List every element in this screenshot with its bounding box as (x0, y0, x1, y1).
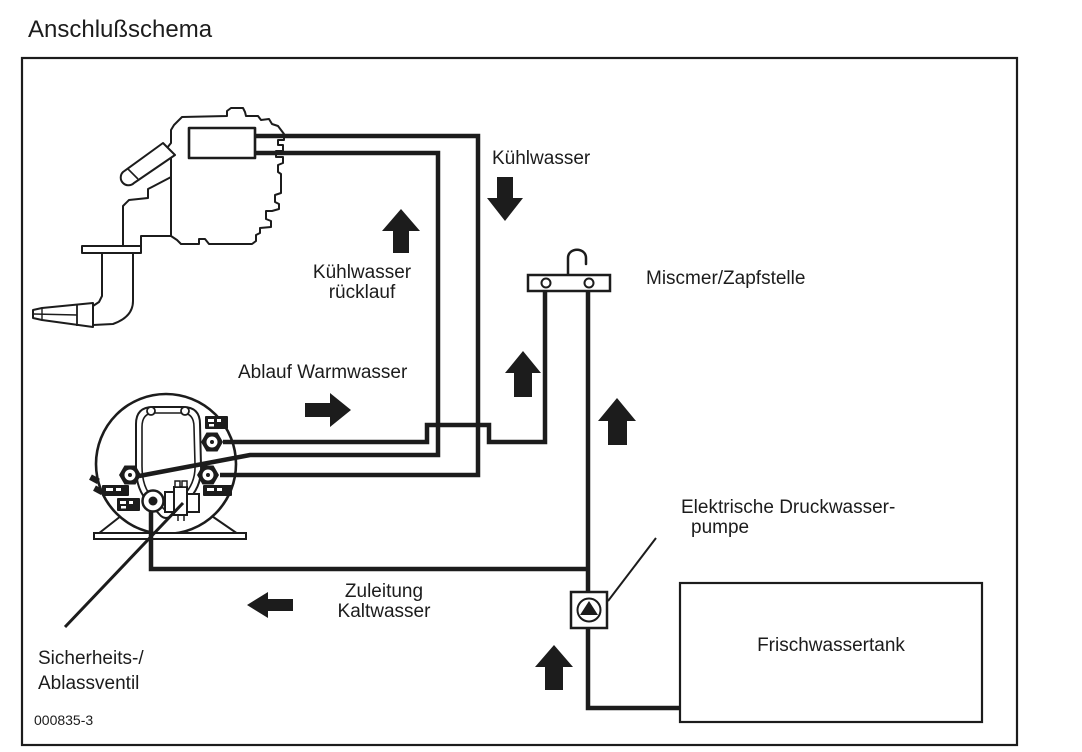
label-cooling-water-return: Kühlwasser rücklauf (298, 263, 426, 303)
mixer-tap-icon (526, 248, 612, 293)
label-mixer-tap: Miscmer/Zapfstelle (646, 268, 806, 289)
label-cooling-water: Kühlwasser (492, 148, 591, 169)
boiler-fittings (63, 416, 232, 629)
label-line: rücklauf (328, 282, 396, 303)
label-cold-water-supply: Zuleitung Kaltwasser (328, 582, 440, 622)
flow-arrows (247, 177, 636, 690)
label-line: Kühlwasser (312, 262, 412, 283)
boiler-sticker (89, 416, 232, 511)
safety-drain-valve-icon (141, 480, 200, 521)
pipe-warm-water (223, 291, 548, 445)
label-line: Ablassventil (38, 673, 140, 694)
flow-arrow-coldwater-left-icon (247, 592, 293, 618)
page-title: Anschlußschema (28, 16, 213, 43)
pipes (138, 133, 680, 711)
engine-icon (32, 107, 285, 328)
pressure-pump-icon (569, 590, 609, 630)
pump-callout-line (607, 537, 657, 602)
label-line: pumpe (691, 517, 750, 538)
pipe-cooling-water-return (138, 150, 441, 479)
flow-arrow-return-up-icon (382, 209, 420, 253)
flow-arrow-tank-up-icon (535, 645, 573, 690)
label-warm-water-drain: Ablauf Warmwasser (238, 362, 408, 383)
label-line: Kaltwasser (337, 601, 431, 622)
pipe-cold-water-main (585, 291, 680, 711)
label-fresh-water-tank: Frischwassertank (757, 635, 905, 656)
diagram-frame (20, 56, 1019, 747)
figure-code: 000835-3 (34, 712, 94, 728)
fresh-water-tank-box (678, 581, 984, 724)
label-pressure-pump: Elektrische Druckwasser- pumpe (681, 498, 895, 538)
flow-arrow-warmwater-right-icon (305, 393, 351, 427)
pipe-cooling-water (220, 133, 481, 478)
label-line: Elektrische Druckwasser- (681, 497, 896, 518)
label-safety-drain-valve: Sicherheits-/ Ablassventil (38, 646, 144, 696)
label-line: Zuleitung (344, 581, 424, 602)
heat-exchanger-icon (187, 126, 257, 160)
flow-arrow-mixer-left-up-icon (505, 351, 541, 397)
flow-arrow-cooling-down-icon (487, 177, 523, 221)
label-line: Sicherheits-/ (38, 648, 144, 669)
valve-callout-line (63, 501, 185, 629)
flow-arrow-mixer-right-up-icon (598, 398, 636, 445)
pipe-cold-water-supply (148, 510, 590, 572)
